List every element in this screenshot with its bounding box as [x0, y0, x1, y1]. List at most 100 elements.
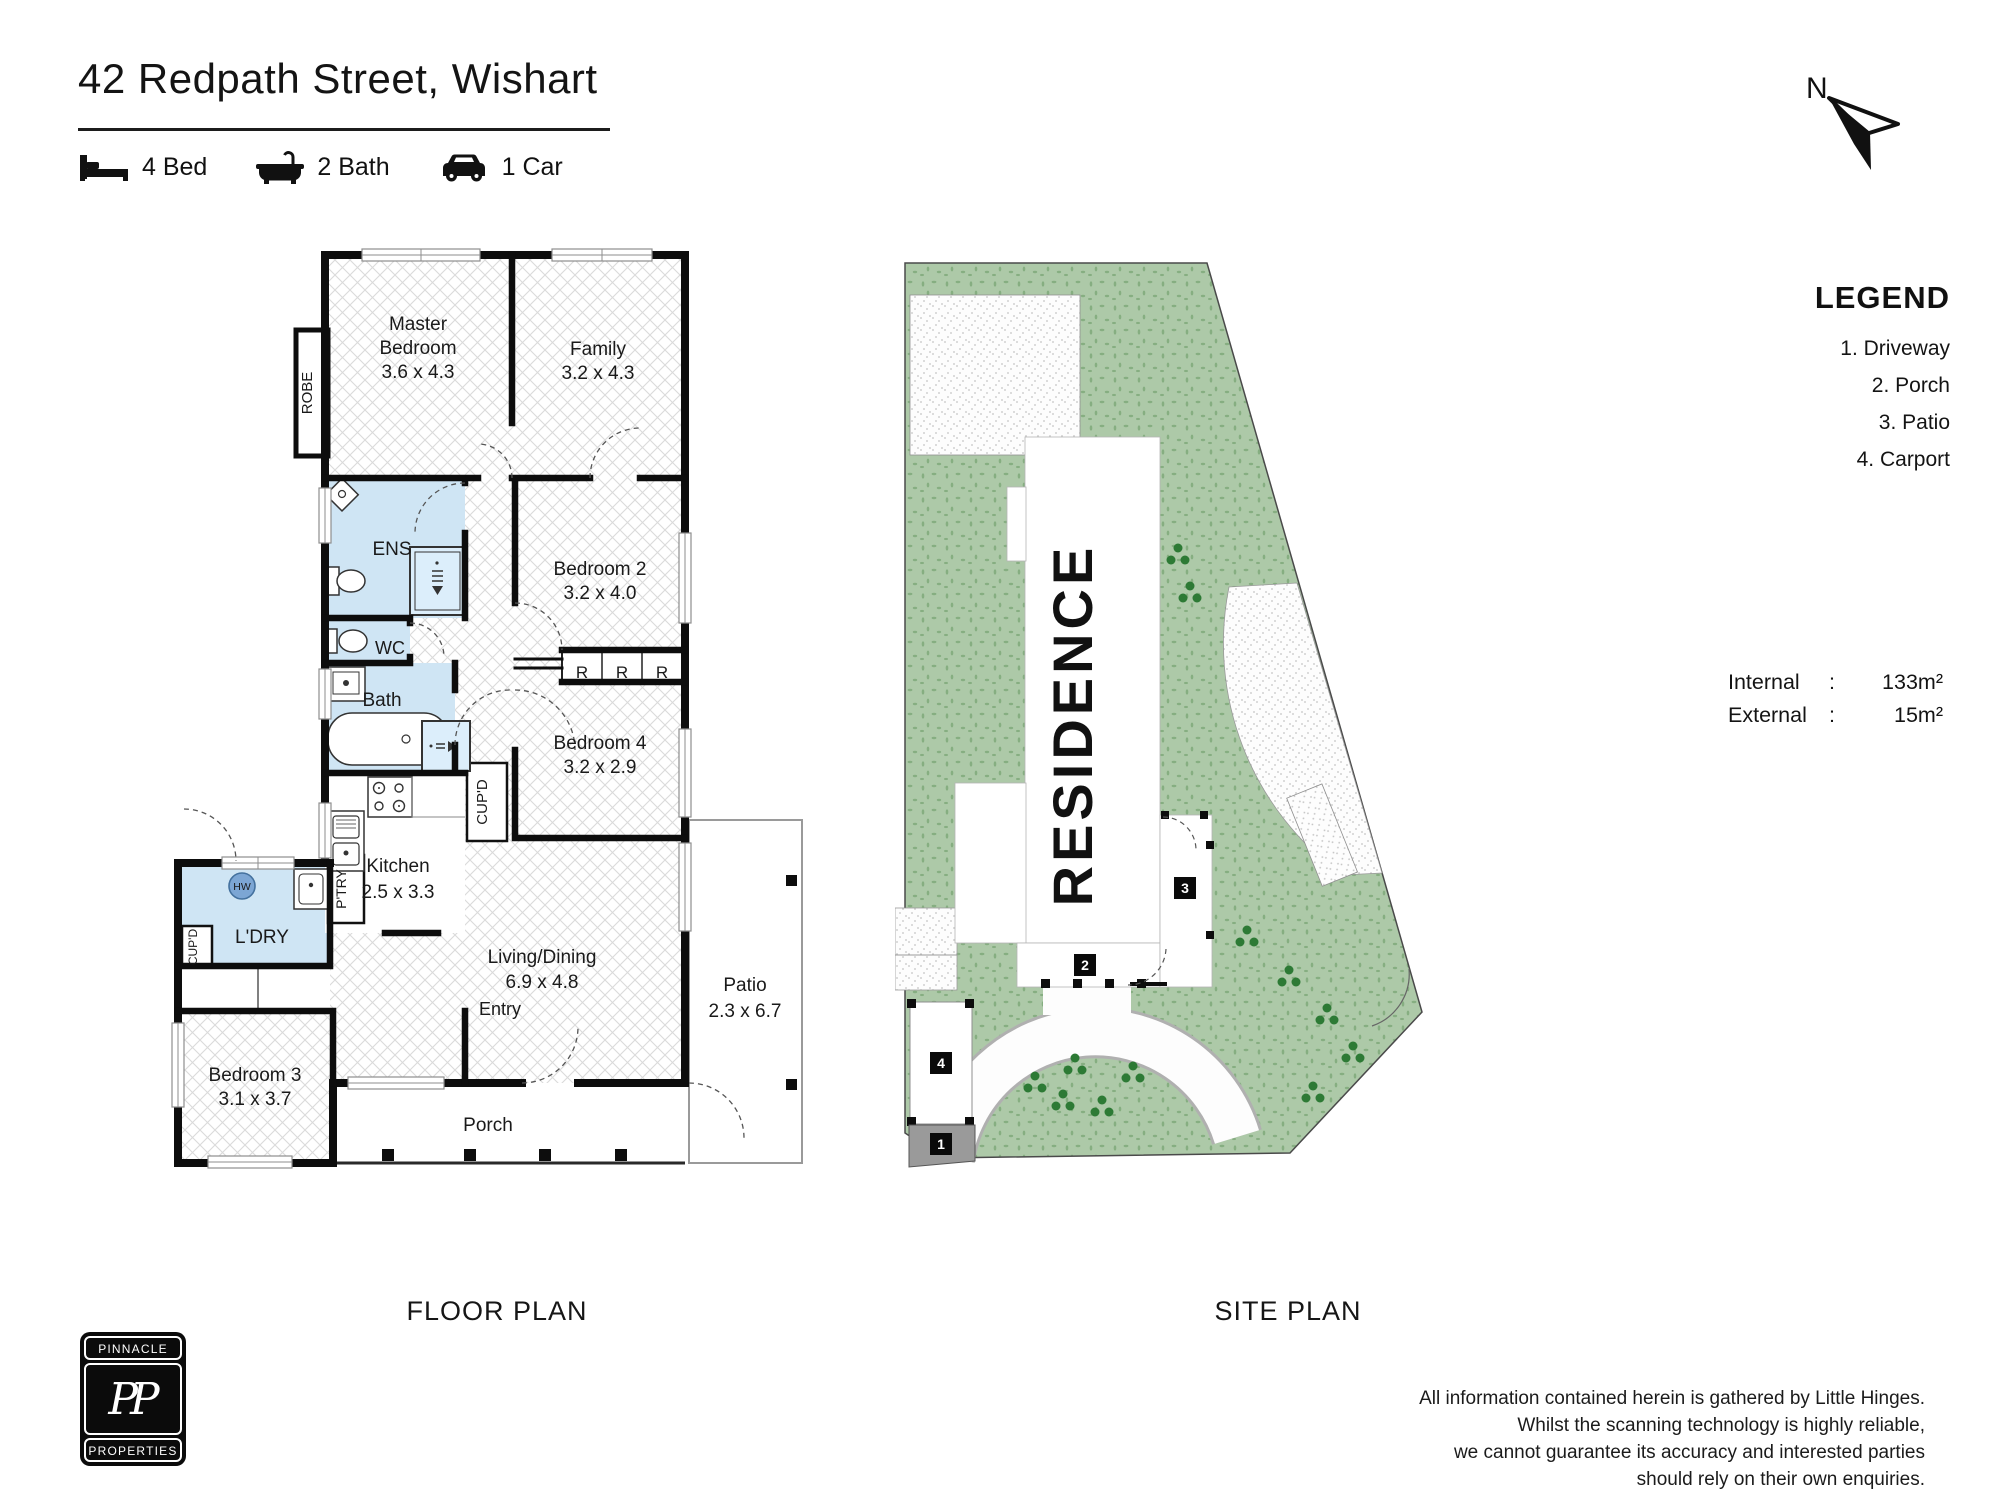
room-labels: Master Bedroom 3.6 x 4.3 Family 3.2 x 4.…: [186, 314, 781, 1136]
site-plan: RESIDENCE 1 2 3 4: [895, 262, 1423, 1168]
label-bath: Bath: [362, 690, 401, 711]
external-area-value: 15m²: [1894, 703, 1943, 727]
residence-label: RESIDENCE: [1041, 544, 1104, 907]
ens-shower-icon: [409, 546, 466, 616]
label-robe-r1: R: [576, 663, 588, 682]
bath-vanity-icon: [326, 666, 366, 702]
svg-text:2: 2: [1081, 957, 1089, 973]
label-living-dims: 6.9 x 4.8: [506, 972, 579, 993]
marker-porch: 2: [1074, 954, 1096, 976]
legend: LEGEND 1. Driveway 2. Porch 3. Patio 4. …: [1530, 280, 1950, 478]
site-markers: 1 2 3 4: [930, 877, 1196, 1155]
disclaimer: All information contained herein is gath…: [1285, 1385, 1925, 1493]
feature-baths-label: 2 Bath: [317, 152, 390, 181]
paths: [895, 294, 1410, 1164]
bed-icon: [78, 152, 130, 182]
north-label: N: [1806, 72, 1828, 105]
legend-title: LEGEND: [1814, 280, 1950, 315]
legend-item-carport: 4. Carport: [1856, 448, 1950, 471]
hot-water-icon: [228, 872, 256, 900]
stove-icon: [367, 776, 413, 818]
wc-toilet-icon: [326, 628, 368, 654]
feature-cars: 1 Car: [438, 151, 563, 183]
label-kitchen: Kitchen: [366, 856, 429, 877]
label-entry: Entry: [479, 999, 521, 1019]
label-robe-r3: R: [656, 663, 668, 682]
label-bedroom2: Bedroom 2: [554, 559, 647, 580]
label-ens: ENS: [372, 539, 411, 560]
logo-bottom-text: PROPERTIES: [84, 1438, 182, 1462]
logo-top-text: PINNACLE: [84, 1336, 182, 1360]
floor-plan: Master Bedroom 3.6 x 4.3 Family 3.2 x 4.…: [171, 248, 803, 1169]
label-pantry: P'TRY: [333, 868, 349, 908]
page-title: 42 Redpath Street, Wishart: [78, 55, 598, 102]
label-robe-r2: R: [616, 663, 628, 682]
label-bedroom4-dims: 3.2 x 2.9: [564, 757, 637, 778]
floor-plan-caption: FLOOR PLAN: [406, 1296, 588, 1326]
label-porch: Porch: [463, 1115, 513, 1136]
marker-patio: 3: [1174, 877, 1196, 899]
corner-arc: [1371, 968, 1410, 1027]
pinnacle-logo: PINNACLE PP PROPERTIES: [80, 1332, 186, 1466]
bath-shower-icon: [421, 720, 471, 772]
label-wc: WC: [375, 638, 405, 658]
title-underline: [78, 128, 610, 131]
bath-icon: [255, 150, 305, 184]
feature-cars-label: 1 Car: [501, 152, 563, 181]
door-swings: [183, 427, 745, 1139]
svg-text:3: 3: [1181, 880, 1189, 896]
label-robe: ROBE: [299, 372, 316, 415]
label-hot-water: HW: [233, 881, 251, 893]
svg-text:4: 4: [937, 1055, 945, 1071]
external-area-separator: :: [1829, 703, 1835, 727]
disclaimer-line-1: All information contained herein is gath…: [1419, 1388, 1925, 1409]
internal-area-label: Internal: [1728, 670, 1800, 694]
disclaimer-line-3: we cannot guarantee its accuracy and int…: [1453, 1442, 1925, 1463]
residence-footprint: [954, 436, 1213, 988]
porch-structure: [333, 1149, 685, 1165]
label-bedroom3: Bedroom 3: [209, 1065, 302, 1086]
ens-vanity-icon: [324, 477, 360, 513]
svg-text:1: 1: [937, 1136, 945, 1152]
shrubs: [1023, 543, 1365, 1117]
windows: [171, 248, 692, 1169]
internal-area-separator: :: [1829, 670, 1835, 694]
label-bedroom3-dims: 3.1 x 3.7: [219, 1089, 292, 1110]
car-icon: [438, 151, 490, 183]
internal-area-row: Internal : 133m²: [1728, 666, 1943, 699]
label-cupboard-kitchen: CUP'D: [474, 779, 491, 825]
label-laundry: L'DRY: [235, 927, 289, 948]
internal-area-value: 133m²: [1882, 670, 1943, 694]
site-plan-caption: SITE PLAN: [1214, 1296, 1362, 1326]
legend-item-driveway: 1. Driveway: [1840, 337, 1950, 360]
external-area-label: External: [1728, 703, 1807, 727]
feature-beds-label: 4 Bed: [142, 152, 208, 181]
label-family: Family: [570, 339, 626, 360]
marker-carport: 4: [930, 1052, 952, 1074]
marker-driveway: 1: [930, 1133, 952, 1155]
feature-baths: 2 Bath: [255, 150, 390, 184]
label-master-dims: 3.6 x 4.3: [382, 362, 455, 383]
label-master-1: Master: [389, 314, 448, 335]
north-arrow-icon: [1826, 92, 1912, 183]
label-cupboard-laundry: CUP'D: [186, 929, 200, 966]
feature-row: 4 Bed 2 Bath: [78, 150, 563, 184]
residence-details: [1041, 811, 1214, 988]
laundry-tub-icon: [293, 868, 329, 910]
label-family-dims: 3.2 x 4.3: [562, 363, 635, 384]
label-patio: Patio: [723, 975, 766, 996]
label-master-2: Bedroom: [379, 338, 456, 359]
fixtures: [228, 477, 471, 910]
feature-beds: 4 Bed: [78, 152, 207, 182]
area-summary: Internal : 133m² External : 15m²: [1728, 666, 1943, 732]
label-patio-dims: 2.3 x 6.7: [709, 1001, 782, 1022]
logo-monogram: PP: [84, 1363, 182, 1435]
disclaimer-line-2: Whilst the scanning technology is highly…: [1517, 1415, 1925, 1436]
external-area-row: External : 15m²: [1728, 699, 1943, 732]
label-bedroom2-dims: 3.2 x 4.0: [564, 583, 637, 604]
label-bedroom4: Bedroom 4: [554, 733, 647, 754]
legend-item-patio: 3. Patio: [1878, 411, 1950, 434]
label-living: Living/Dining: [488, 947, 597, 968]
label-kitchen-dims: 2.5 x 3.3: [362, 882, 435, 903]
